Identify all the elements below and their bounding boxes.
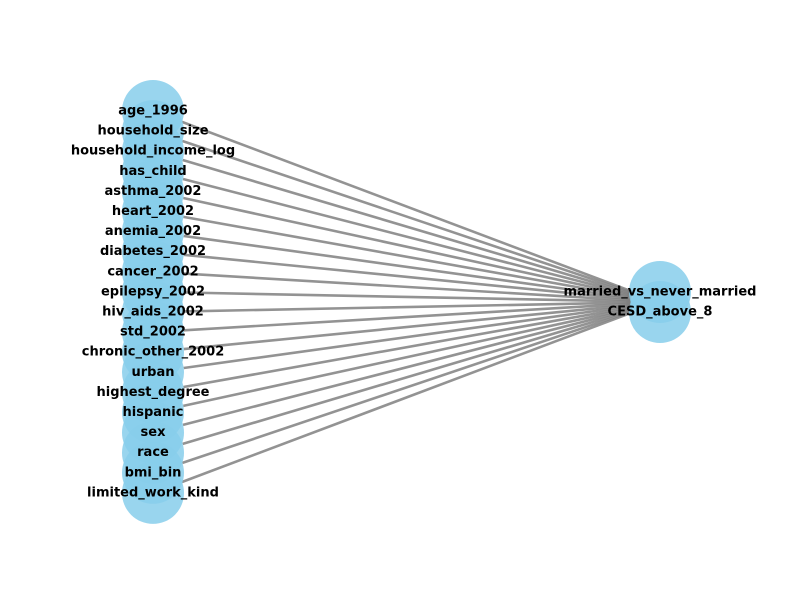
edge-cancer-2002 <box>183 272 632 303</box>
edge-urban <box>183 304 632 370</box>
node-label-asthma-2002: asthma_2002 <box>105 184 202 199</box>
edge-epilepsy-2002 <box>183 291 632 304</box>
nodes-layer <box>122 80 691 524</box>
edges-layer <box>181 120 634 484</box>
node-label-anemia-2002: anemia_2002 <box>105 224 201 239</box>
node-label-diabetes-2002: diabetes_2002 <box>100 244 206 259</box>
edge-anemia-2002 <box>183 234 632 300</box>
node-label-highest-degree: highest_degree <box>96 385 209 400</box>
edge-bmi-bin <box>181 310 633 465</box>
edge-household-size <box>181 139 633 294</box>
edge-limited-work-kind <box>181 310 634 484</box>
node-label-race: race <box>137 445 169 460</box>
node-label-urban: urban <box>132 365 175 380</box>
edge-hispanic <box>183 306 633 408</box>
node-label-has-child: has_child <box>119 164 186 179</box>
edge-household-income-log <box>182 158 633 295</box>
edge-diabetes-2002 <box>183 253 632 302</box>
node-label-limited-work-kind: limited_work_kind <box>87 485 219 500</box>
node-limited-work-kind <box>122 461 184 524</box>
node-label-cancer-2002: cancer_2002 <box>107 264 198 279</box>
node-label-epilepsy-2002: epilepsy_2002 <box>101 284 205 299</box>
edge-sex <box>182 307 633 427</box>
node-label-hispanic: hispanic <box>123 405 184 420</box>
node-label-married-vs-never-married: married_vs_never_married <box>564 285 757 300</box>
edge-age-1996 <box>181 120 634 294</box>
edge-hiv-aids-2002 <box>183 300 632 313</box>
node-label-std-2002: std_2002 <box>120 325 186 340</box>
edge-std-2002 <box>183 301 632 332</box>
node-label-heart-2002: heart_2002 <box>112 204 194 219</box>
node-cesd-above-8 <box>629 281 691 343</box>
node-label-bmi-bin: bmi_bin <box>125 465 182 480</box>
edge-highest-degree <box>183 305 632 389</box>
node-label-household-size: household_size <box>97 124 208 139</box>
edge-race <box>182 309 633 446</box>
edge-has-child <box>182 177 633 297</box>
node-label-hiv-aids-2002: hiv_aids_2002 <box>102 305 204 320</box>
node-label-chronic-other-2002: chronic_other_2002 <box>82 345 225 360</box>
node-label-household-income-log: household_income_log <box>71 144 235 159</box>
node-label-sex: sex <box>141 425 167 440</box>
labels-layer: age_1996 household_size household_income_l… <box>71 104 757 501</box>
node-label-age-1996: age_1996 <box>118 104 188 119</box>
edge-heart-2002 <box>183 215 632 299</box>
node-label-cesd-above-8: CESD_above_8 <box>608 305 713 320</box>
edge-asthma-2002 <box>183 196 633 298</box>
edge-chronic-other-2002 <box>183 302 632 351</box>
